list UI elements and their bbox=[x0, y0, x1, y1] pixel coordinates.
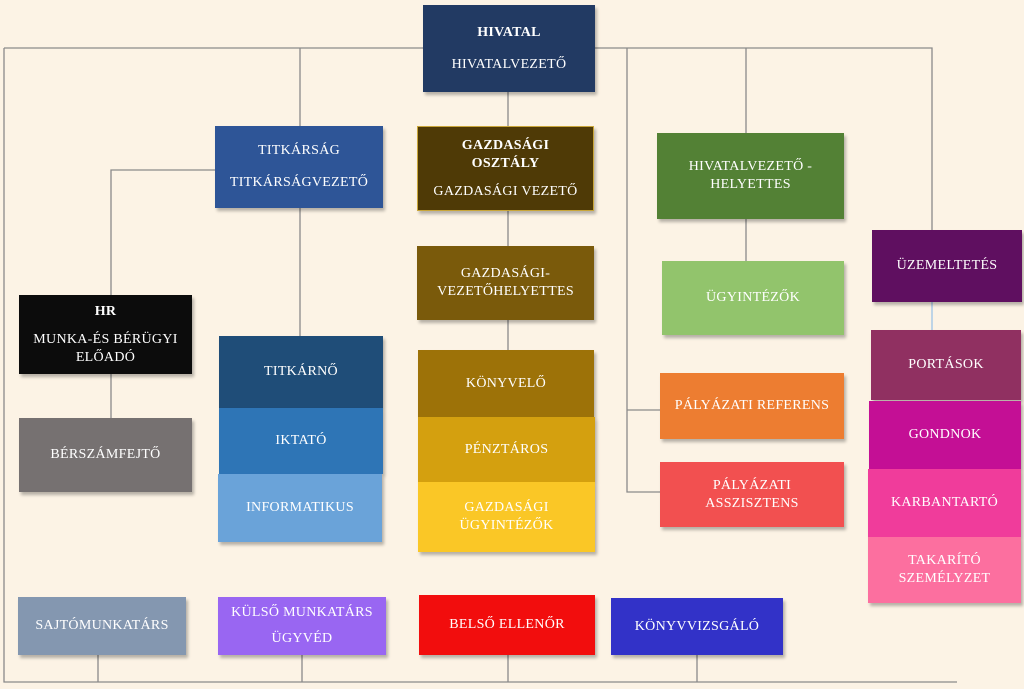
box-belso-ellenor[interactable]: BELSŐ ELLENŐR bbox=[419, 595, 595, 655]
box-hr-subtitle: MUNKA-ÉS BÉRÜGYI ELŐADÓ bbox=[33, 331, 178, 365]
box-kulso-munkatars[interactable]: KÜLSŐ MUNKATÁRS ÜGYVÉD bbox=[218, 597, 386, 655]
box-hivatal[interactable]: HIVATAL HIVATALVEZETŐ bbox=[423, 5, 595, 92]
box-gondnok[interactable]: GONDNOK bbox=[869, 401, 1021, 469]
box-informatikus[interactable]: INFORMATIKUS bbox=[218, 474, 382, 542]
box-gazdasagi-osztaly-subtitle: GAZDASÁGI VEZETŐ bbox=[433, 183, 578, 199]
box-konyvvizsgalo[interactable]: KÖNYVVIZSGÁLÓ bbox=[611, 598, 783, 655]
connector-top-bar bbox=[4, 47, 933, 230]
box-gondnok-title: GONDNOK bbox=[908, 427, 982, 442]
box-titkarsag-subtitle: TITKÁRSÁGVEZETŐ bbox=[229, 175, 369, 190]
box-kulso-munkatars-subtitle: ÜGYVÉD bbox=[271, 631, 333, 646]
box-karbantarto-title: KARBANTARTÓ bbox=[890, 495, 999, 510]
box-iktato-title: IKTATÓ bbox=[275, 433, 327, 448]
box-palyazati-asszisztens-title: PÁLYÁZATI ASSZISZTENS bbox=[705, 477, 799, 511]
box-gazdasagi-ugyintezok[interactable]: GAZDASÁGI ÜGYINTÉZŐK bbox=[418, 482, 595, 552]
box-sajtomunkatars[interactable]: SAJTÓMUNKATÁRS bbox=[18, 597, 186, 655]
connector-palyazati bbox=[626, 48, 660, 493]
box-takarito-szemelyzet-title: TAKARÍTÓ SZEMÉLYZET bbox=[898, 553, 991, 586]
box-hivatalvezeto-helyettes[interactable]: HIVATALVEZETŐ - HELYETTES bbox=[657, 133, 844, 219]
box-konyvvizsgalo-title: KÖNYVVIZSGÁLÓ bbox=[634, 618, 760, 634]
box-gazdasagi-vezetohelyettes[interactable]: GAZDASÁGI-VEZETŐHELYETTES bbox=[417, 246, 594, 320]
box-portasok-title: PORTÁSOK bbox=[908, 357, 984, 372]
box-uzemeltetes-title: ÜZEMELTETÉS bbox=[896, 258, 998, 273]
box-konyvelo[interactable]: KÖNYVELŐ bbox=[418, 350, 594, 417]
connector-left-frame bbox=[3, 48, 957, 683]
box-palyazati-referens[interactable]: PÁLYÁZATI REFERENS bbox=[660, 373, 844, 439]
box-sajtomunkatars-title: SAJTÓMUNKATÁRS bbox=[35, 618, 169, 633]
box-ugyintezok-title: ÜGYINTÉZŐK bbox=[706, 290, 800, 305]
box-informatikus-title: INFORMATIKUS bbox=[246, 500, 354, 515]
box-ugyintezok[interactable]: ÜGYINTÉZŐK bbox=[662, 261, 844, 335]
box-karbantarto[interactable]: KARBANTARTÓ bbox=[868, 469, 1021, 537]
box-berszamfejto-title: BÉRSZÁMFEJTŐ bbox=[50, 447, 161, 462]
box-berszamfejto[interactable]: BÉRSZÁMFEJTŐ bbox=[19, 418, 192, 492]
box-hivatal-title: HIVATAL bbox=[477, 24, 541, 40]
box-palyazati-asszisztens[interactable]: PÁLYÁZATI ASSZISZTENS bbox=[660, 462, 844, 527]
box-hr-title: HR bbox=[94, 303, 117, 319]
box-palyazati-referens-title: PÁLYÁZATI REFERENS bbox=[674, 398, 830, 413]
box-hivatalvezeto-helyettes-title: HIVATALVEZETŐ - HELYETTES bbox=[688, 159, 813, 192]
box-penztaros[interactable]: PÉNZTÁROS bbox=[418, 417, 595, 482]
box-konyvelo-title: KÖNYVELŐ bbox=[465, 375, 547, 391]
box-kulso-munkatars-title: KÜLSŐ MUNKATÁRS bbox=[231, 605, 373, 620]
box-titkarsag[interactable]: TITKÁRSÁG TITKÁRSÁGVEZETŐ bbox=[215, 126, 383, 208]
box-titkarno-title: TITKÁRNŐ bbox=[264, 364, 338, 379]
box-iktato[interactable]: IKTATÓ bbox=[219, 408, 383, 474]
box-hivatal-subtitle: HIVATALVEZETŐ bbox=[451, 56, 567, 72]
box-belso-ellenor-title: BELSŐ ELLENŐR bbox=[449, 617, 565, 632]
box-uzemeltetes[interactable]: ÜZEMELTETÉS bbox=[872, 230, 1022, 302]
box-gazdasagi-vezetohelyettes-title: GAZDASÁGI-VEZETŐHELYETTES bbox=[437, 266, 574, 299]
connector-hr bbox=[110, 169, 215, 295]
box-portasok[interactable]: PORTÁSOK bbox=[871, 330, 1021, 400]
box-gazdasagi-ugyintezok-title: GAZDASÁGI ÜGYINTÉZŐK bbox=[459, 500, 554, 533]
box-takarito-szemelyzet[interactable]: TAKARÍTÓ SZEMÉLYZET bbox=[868, 537, 1021, 603]
box-penztaros-title: PÉNZTÁROS bbox=[464, 441, 549, 457]
box-titkarno[interactable]: TITKÁRNŐ bbox=[219, 336, 383, 408]
box-hr[interactable]: HR MUNKA-ÉS BÉRÜGYI ELŐADÓ bbox=[19, 295, 192, 374]
box-titkarsag-title: TITKÁRSÁG bbox=[257, 143, 341, 158]
box-gazdasagi-osztaly-title: GAZDASÁGI OSZTÁLY bbox=[461, 137, 550, 171]
box-gazdasagi-osztaly[interactable]: GAZDASÁGI OSZTÁLY GAZDASÁGI VEZETŐ bbox=[417, 126, 594, 211]
